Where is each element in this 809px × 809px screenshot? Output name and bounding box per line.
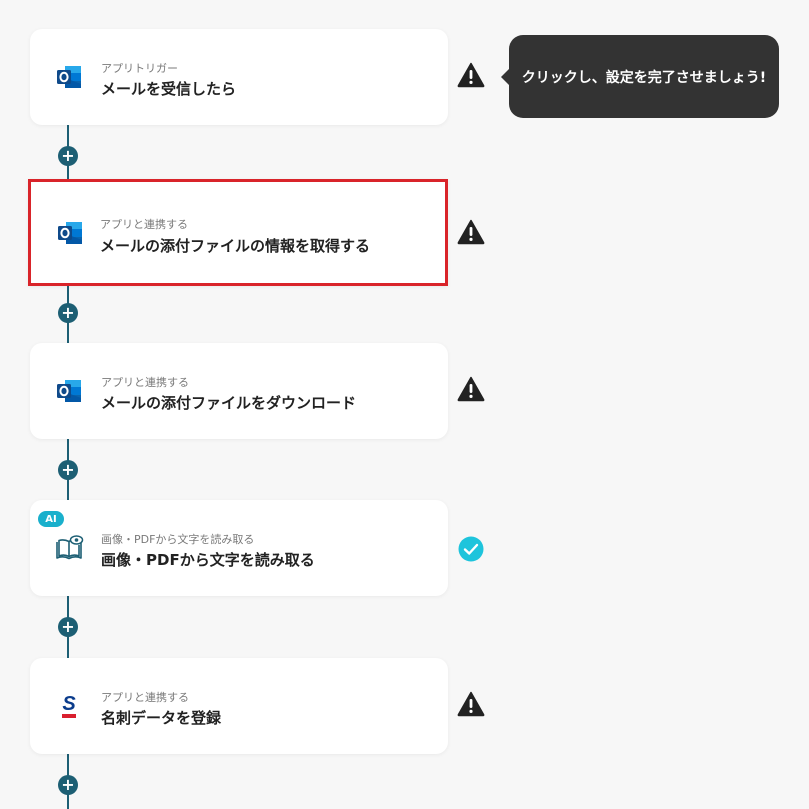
add-step-button[interactable]: + (58, 617, 78, 637)
step-title: 名刺データを登録 (101, 709, 222, 727)
setup-tooltip: クリックし、設定を完了させましょう! (501, 35, 779, 118)
tooltip-text: クリックし、設定を完了させましょう! (521, 69, 767, 86)
step-type-label: 画像・PDFから文字を読み取る (101, 533, 255, 546)
warning-icon[interactable] (457, 690, 485, 718)
step-card-download-attachment[interactable]: アプリと連携する メールの添付ファイルをダウンロード (30, 343, 448, 439)
add-step-button[interactable]: + (58, 775, 78, 795)
step-type-label: アプリと連携する (101, 691, 189, 704)
step-type-label: アプリと連携する (101, 376, 189, 389)
sansan-icon: S (62, 693, 76, 718)
outlook-icon (57, 380, 81, 402)
ai-badge: AI (38, 511, 64, 527)
warning-icon[interactable] (457, 61, 485, 89)
step-title: 画像・PDFから文字を読み取る (101, 551, 315, 569)
step-title: メールの添付ファイルをダウンロード (101, 394, 357, 412)
step-card-get-attachment-info[interactable]: アプリと連携する メールの添付ファイルの情報を取得する (28, 179, 448, 286)
step-card-ocr[interactable]: 画像・PDFから文字を読み取る 画像・PDFから文字を読み取る (30, 500, 448, 596)
step-card-register-business-card[interactable]: S アプリと連携する 名刺データを登録 (30, 658, 448, 754)
warning-icon[interactable] (457, 375, 485, 403)
add-step-button[interactable]: + (58, 303, 78, 323)
step-title: メールを受信したら (101, 80, 237, 98)
add-step-button[interactable]: + (58, 146, 78, 166)
check-circle-icon[interactable] (457, 535, 485, 563)
svg-text:S: S (62, 693, 76, 715)
outlook-icon (57, 66, 81, 88)
step-title: メールの添付ファイルの情報を取得する (100, 237, 371, 255)
add-step-button[interactable]: + (58, 460, 78, 480)
warning-icon[interactable] (457, 218, 485, 246)
step-type-label: アプリトリガー (101, 62, 178, 75)
step-card-trigger[interactable]: アプリトリガー メールを受信したら (30, 29, 448, 125)
step-type-label: アプリと連携する (100, 218, 188, 231)
tooltip-arrow (501, 69, 509, 85)
ocr-book-icon (56, 535, 84, 560)
outlook-icon (58, 221, 82, 244)
